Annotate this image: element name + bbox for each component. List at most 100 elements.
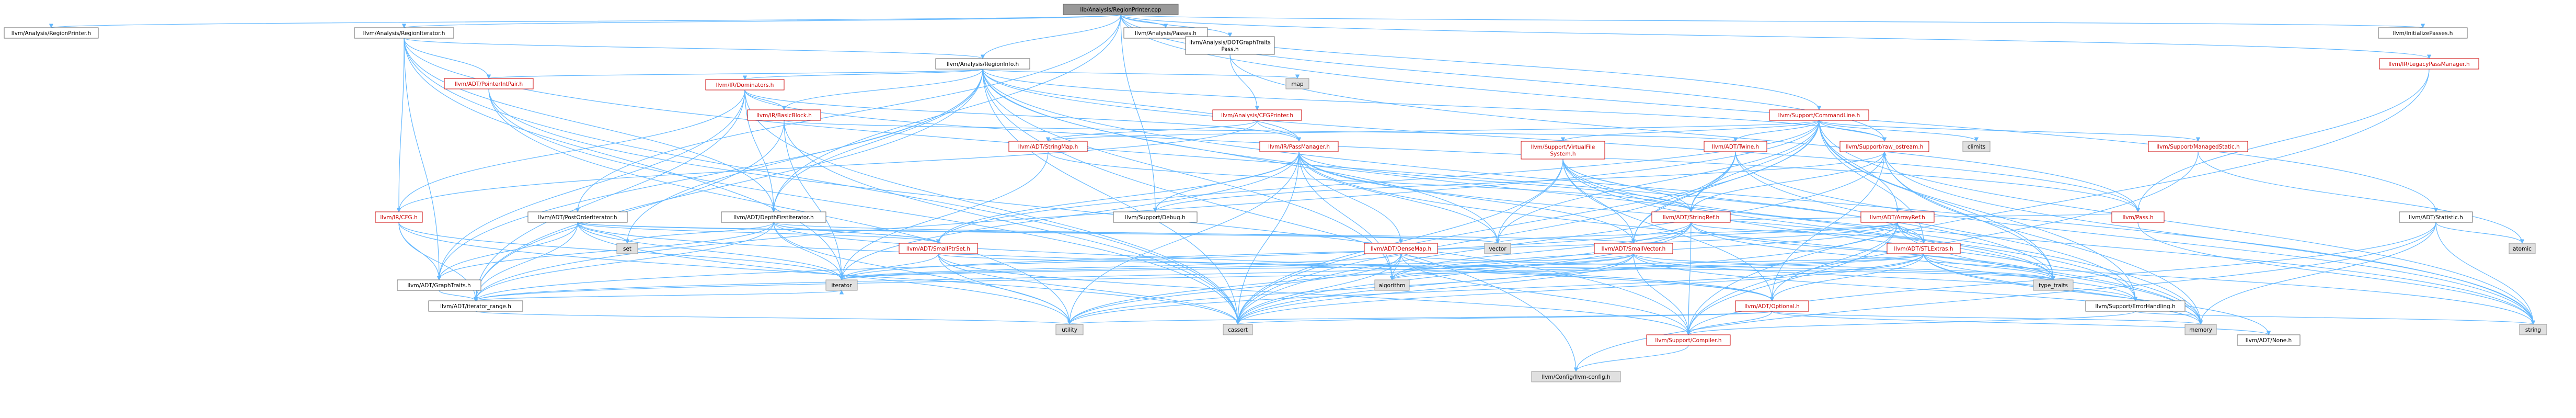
node-set[interactable]: set: [616, 243, 638, 254]
dependency-edge: [1045, 120, 1258, 142]
node-legacypassmanager[interactable]: llvm/IR/LegacyPassManager.h: [2379, 58, 2479, 70]
node-smallvector[interactable]: llvm/ADT/SmallVector.h: [1594, 243, 1673, 254]
node-depthfirstiterator[interactable]: llvm/ADT/DepthFirstIterator.h: [721, 211, 826, 223]
dependency-edge: [840, 253, 1401, 280]
node-postorderiterator[interactable]: llvm/ADT/PostOrderIterator.h: [527, 211, 628, 223]
dependency-edge: [784, 120, 1738, 142]
node-arrayref[interactable]: llvm/ADT/ArrayRef.h: [1860, 211, 1935, 223]
node-label: llvm/ADT/SmallVector.h: [1602, 246, 1666, 252]
dependency-edge: [1562, 159, 2536, 325]
node-box: [2184, 324, 2217, 335]
node-box: [1113, 211, 1198, 223]
node-regioninfo[interactable]: llvm/Analysis/RegionInfo.h: [935, 58, 1030, 70]
node-debug[interactable]: llvm/Support/Debug.h: [1113, 211, 1198, 223]
node-vector[interactable]: vector: [1484, 243, 1511, 254]
dependency-edge: [781, 69, 983, 110]
dependency-edge: [1633, 253, 2055, 280]
node-compiler[interactable]: llvm/Support/Compiler.h: [1646, 334, 1731, 346]
node-box: [1223, 324, 1253, 335]
node-label: type_traits: [2039, 283, 2068, 289]
node-map[interactable]: map: [1285, 78, 1309, 89]
dependency-edge: [1560, 120, 1820, 142]
node-typetraits[interactable]: type_traits: [2033, 279, 2074, 291]
dependency-edge: [1495, 159, 1563, 244]
node-label: llvm/IR/PassManager.h: [1268, 144, 1330, 150]
dependency-edge: [1235, 151, 1885, 325]
node-basicblock[interactable]: llvm/IR/BasicBlock.h: [747, 109, 821, 121]
node-pass[interactable]: llvm/Pass.h: [2111, 211, 2165, 223]
node-iterator[interactable]: iterator: [825, 279, 858, 291]
node-label: System.h: [1550, 151, 1576, 157]
node-dominators[interactable]: llvm/IR/Dominators.h: [705, 79, 785, 91]
dependency-edge: [1733, 120, 1820, 142]
node-stringref[interactable]: llvm/ADT/StringRef.h: [1651, 211, 1731, 223]
dependency-edge: [439, 290, 478, 301]
node-smallptrset[interactable]: llvm/ADT/SmallPtrSet.h: [899, 243, 978, 254]
node-regionprinterh[interactable]: llvm/Analysis/RegionPrinter.h: [4, 27, 99, 39]
node-none[interactable]: llvm/ADT/None.h: [2237, 334, 2301, 346]
node-config[interactable]: llvm/Config/llvm-config.h: [1531, 371, 1621, 382]
node-managedstatic[interactable]: llvm/Support/ManagedStatic.h: [2148, 141, 2248, 152]
node-box: [1735, 300, 1809, 312]
node-statistic[interactable]: llvm/ADT/Statistic.h: [2399, 211, 2473, 223]
node-box: [1769, 109, 1869, 121]
dependency-edge: [1573, 345, 1689, 372]
dependency-edge: [488, 88, 1072, 325]
node-label: llvm/Support/Debug.h: [1125, 214, 1185, 221]
node-algorithm[interactable]: algorithm: [1374, 279, 1410, 291]
dependency-edge: [1884, 151, 2536, 325]
node-cfgprinter[interactable]: llvm/Analysis/CFGPrinter.h: [1212, 109, 1302, 121]
dependency-edge: [1884, 151, 2203, 325]
dependency-edge: [1819, 120, 2056, 280]
dependency-edge: [982, 69, 1500, 244]
dependency-edge: [1688, 151, 1885, 212]
node-label: llvm/Analysis/CFGPrinter.h: [1221, 112, 1293, 119]
node-passes[interactable]: llvm/Analysis/Passes.h: [1123, 27, 1208, 39]
node-utility[interactable]: utility: [1055, 324, 1084, 335]
dependency-edge: [744, 89, 776, 212]
dependency-edge: [404, 38, 442, 280]
node-box: [2379, 58, 2479, 70]
node-errorhandling[interactable]: llvm/Support/ErrorHandling.h: [2085, 300, 2186, 312]
node-label: Pass.h: [1221, 47, 1238, 53]
node-graphtraits[interactable]: llvm/ADT/GraphTraits.h: [397, 279, 481, 291]
node-memory[interactable]: memory: [2184, 324, 2217, 335]
node-label: llvm/Analysis/RegionIterator.h: [363, 30, 445, 37]
node-box: [1594, 243, 1673, 254]
node-pointerintpair[interactable]: llvm/ADT/PointerIntPair.h: [444, 78, 534, 89]
node-densemap[interactable]: llvm/ADT/DenseMap.h: [1364, 243, 1438, 254]
dependency-edge: [1067, 222, 1692, 325]
node-box: [1008, 141, 1088, 152]
node-cassert[interactable]: cassert: [1223, 324, 1253, 335]
node-stlextras[interactable]: llvm/ADT/STLExtras.h: [1887, 243, 1961, 254]
node-cfg[interactable]: llvm/IR/CFG.h: [375, 211, 423, 223]
node-box: [1055, 324, 1084, 335]
dependency-edge: [938, 253, 1072, 325]
node-climits[interactable]: climits: [1962, 141, 1991, 152]
dependency-edge: [784, 120, 1240, 325]
dependency-edge: [1690, 222, 2056, 280]
node-initializepasses[interactable]: llvm/InitializePasses.h: [2378, 27, 2468, 39]
node-twine[interactable]: llvm/ADT/Twine.h: [1704, 141, 1767, 152]
node-string[interactable]: string: [2519, 324, 2547, 335]
node-regioniterator[interactable]: llvm/Analysis/RegionIterator.h: [354, 27, 454, 39]
node-box: [1123, 27, 1208, 39]
node-commandline[interactable]: llvm/Support/CommandLine.h: [1769, 109, 1869, 121]
dependency-edge: [980, 14, 1121, 59]
dependency-edge: [488, 88, 1240, 325]
node-atomic[interactable]: atomic: [2509, 243, 2536, 254]
node-iteratorrange[interactable]: llvm/ADT/iterator_range.h: [428, 300, 523, 312]
node-stringmap[interactable]: llvm/ADT/StringMap.h: [1008, 141, 1088, 152]
node-box: [4, 27, 99, 39]
dependency-edge: [436, 222, 774, 280]
node-root[interactable]: lib/Analysis/RegionPrinter.cpp: [1063, 4, 1179, 15]
node-label: llvm/ADT/StringMap.h: [1018, 144, 1078, 150]
dependency-edge: [398, 222, 442, 280]
node-passmanager[interactable]: llvm/IR/PassManager.h: [1259, 141, 1339, 152]
node-optional[interactable]: llvm/ADT/Optional.h: [1735, 300, 1809, 312]
node-rawostream[interactable]: llvm/Support/raw_ostream.h: [1839, 141, 1929, 152]
dependency-edge: [1686, 222, 1898, 335]
node-box: [2085, 300, 2186, 312]
